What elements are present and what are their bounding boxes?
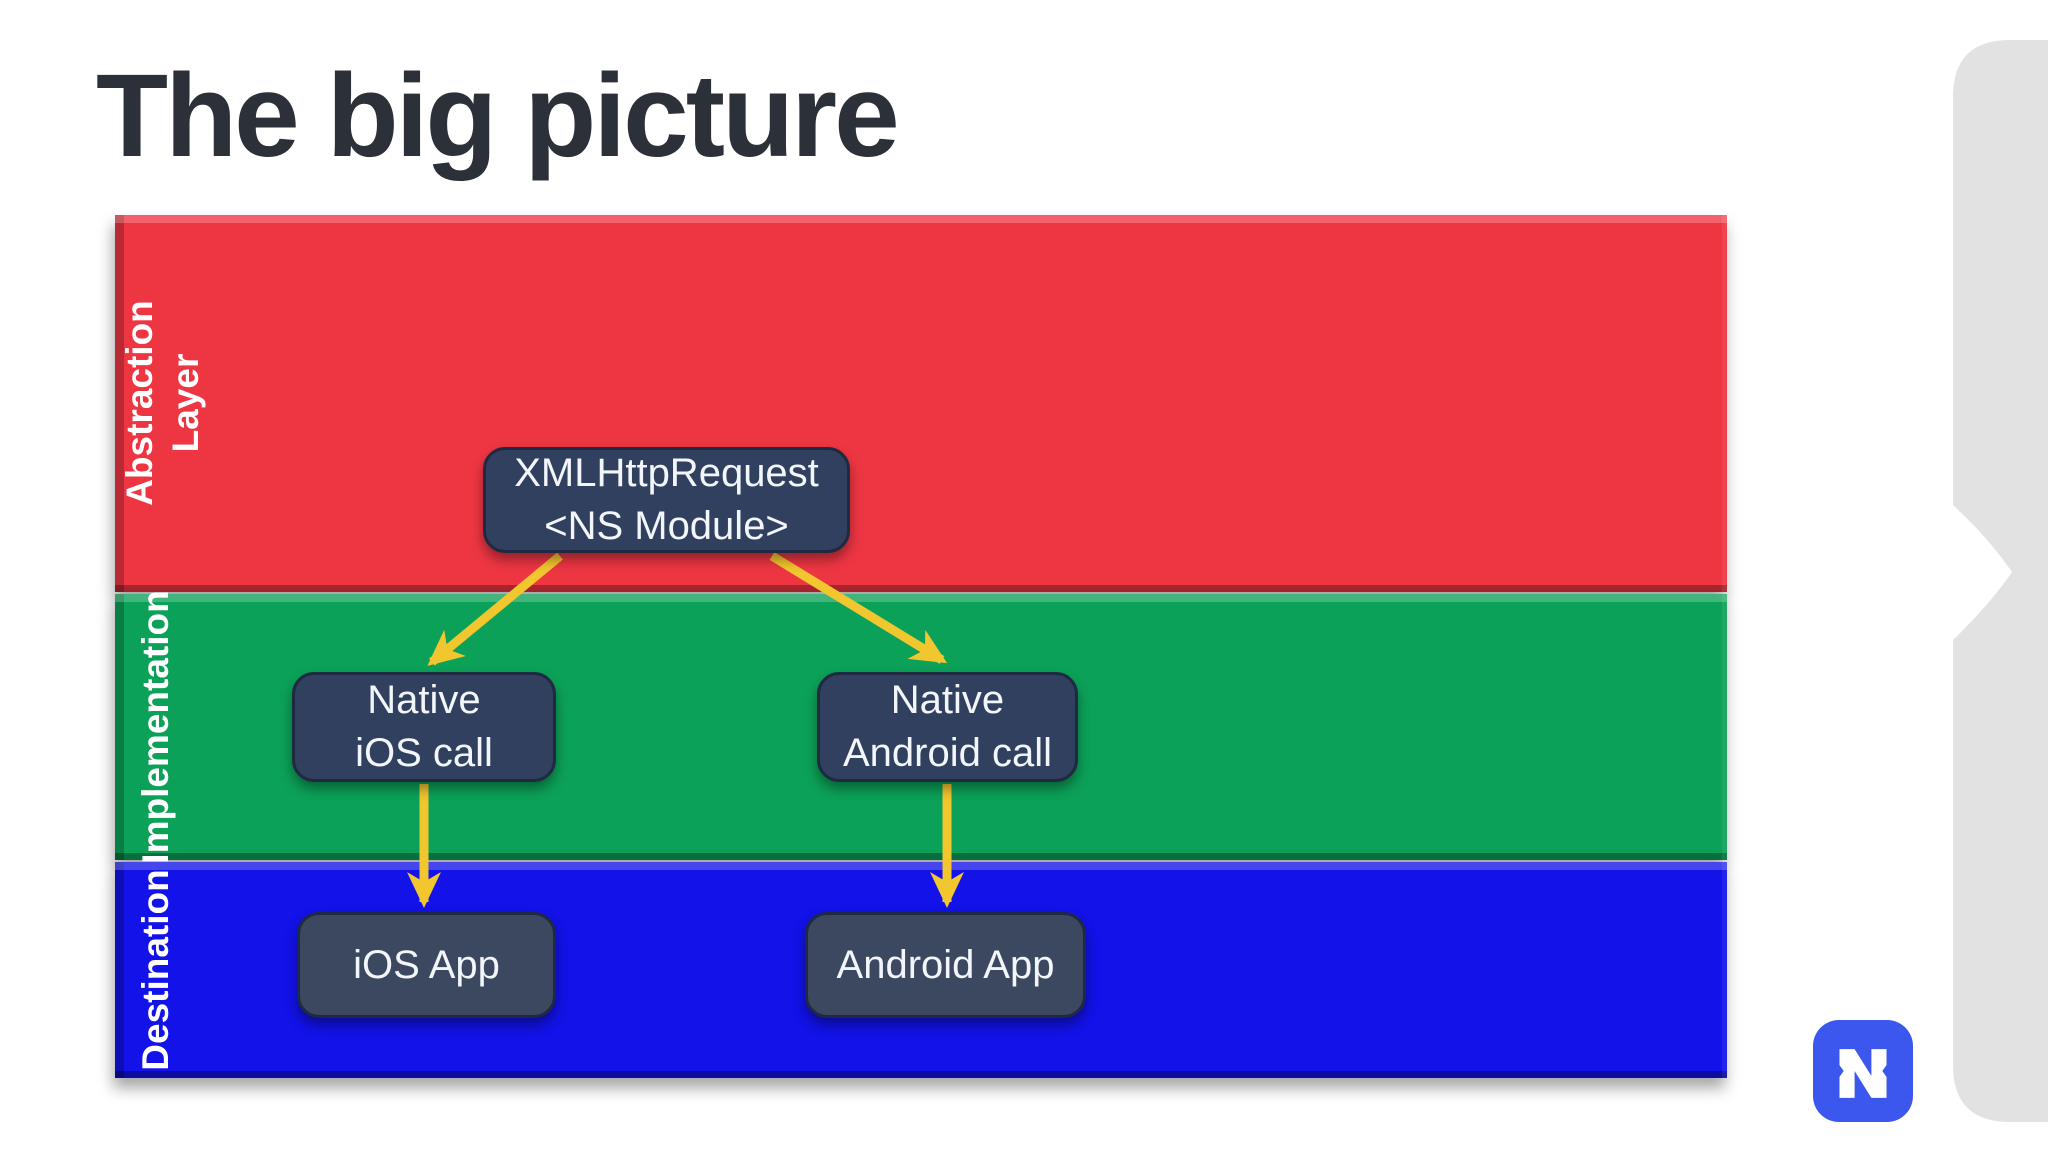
layer-label-destination: Destination xyxy=(134,869,176,1071)
node-xmlhttprequest: XMLHttpRequest <NS Module> xyxy=(483,447,850,553)
nativescript-n-icon xyxy=(1839,1049,1887,1098)
node-native-android-call: Native Android call xyxy=(817,672,1078,782)
layer-label-implementation: Implementation xyxy=(134,590,176,864)
nativescript-logo xyxy=(1813,1020,1913,1122)
slide-title: The big picture xyxy=(96,50,900,182)
layer-band-abstraction xyxy=(115,215,1727,592)
node-ios-app: iOS App xyxy=(297,912,556,1018)
side-panel-shape xyxy=(1953,40,2048,1122)
node-native-ios-call: Native iOS call xyxy=(292,672,556,782)
layer-label-abstraction: Abstraction Layer xyxy=(118,300,206,506)
node-android-app: Android App xyxy=(805,912,1086,1018)
